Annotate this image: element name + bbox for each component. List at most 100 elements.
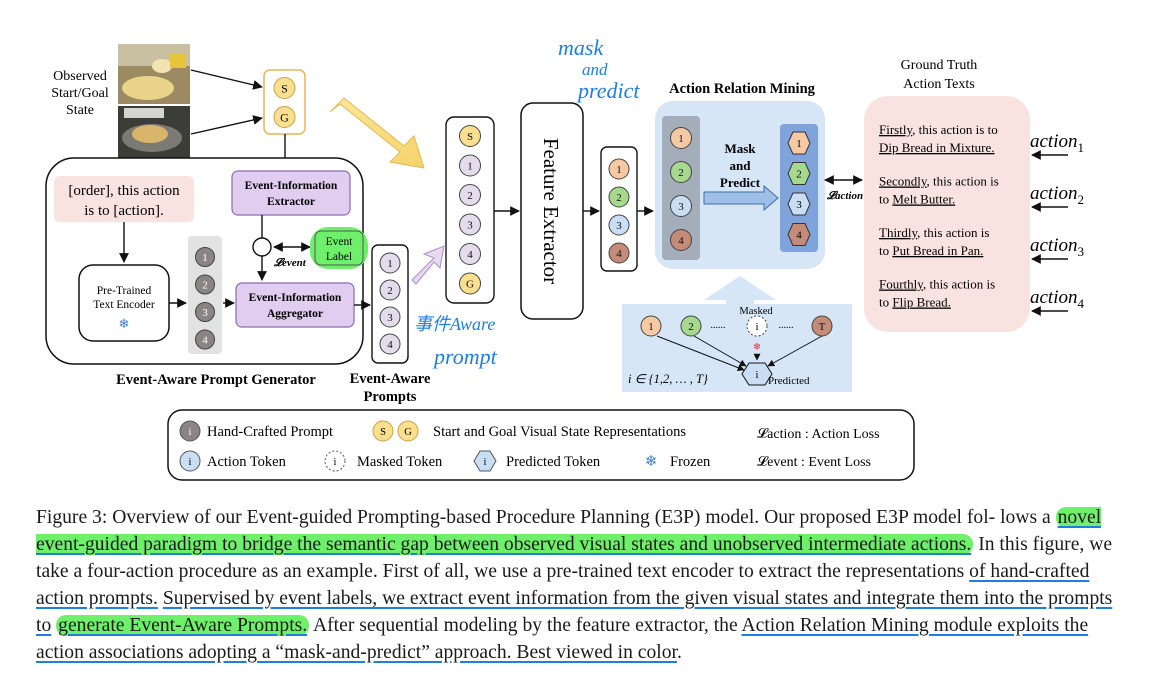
extractor-line-1: Event-Information [245, 180, 338, 192]
arm-token-1-label: 1 [678, 133, 684, 145]
event-label-line-2: Label [326, 251, 352, 263]
order-prompt-box [54, 176, 194, 222]
arm-token-2 [670, 161, 692, 183]
arm-token-4-label: 4 [678, 235, 684, 247]
start-state-photo [118, 44, 190, 104]
event-label-highlight [310, 227, 368, 269]
sequence-token-4 [459, 213, 481, 236]
aggregator-line-2: Aggregator [267, 308, 323, 320]
figure-caption: Figure 3: Overview of our Event-guided P… [36, 504, 1122, 666]
hand-token-column [188, 236, 222, 354]
prompt-token-3 [379, 306, 401, 328]
sequence-token-2 [459, 154, 481, 177]
feature-token-2-label: 2 [616, 192, 622, 204]
caption-underline-arm: Action Relation Mining module exploits t… [36, 615, 1089, 663]
sequence-token-4-label: 3 [467, 220, 473, 232]
svg-text:mask: mask [558, 35, 604, 60]
sequence-token-6-label: G [466, 279, 474, 291]
arm-token-2-label: 2 [678, 167, 684, 179]
legend-predicted-token-icon [473, 450, 497, 472]
start-state-token [273, 77, 296, 99]
gt-line-3-a: Thirdly, this action is [879, 225, 989, 240]
gt-line-2-a: Secondly, this action is [879, 174, 999, 189]
svg-text:事件Aware: 事件Aware [414, 314, 495, 334]
event-label-box [314, 230, 364, 266]
legend-goal-token-icon [397, 420, 419, 442]
feature-extractor-label: Feature Extractor [539, 138, 563, 284]
prompt-token-4-label: 4 [387, 339, 393, 351]
detail-token-1 [640, 315, 662, 337]
gt-line-1-b: Dip Bread in Mixture. [879, 140, 995, 155]
ground-truth-box [864, 96, 1030, 332]
predicted-token-3 [787, 192, 811, 216]
goal-state-token [273, 106, 296, 128]
caption-part-12: . [676, 642, 682, 663]
feature-token-4 [608, 242, 630, 264]
gt-line-1-a: Firstly, this action is to [879, 122, 998, 137]
goal-state-photo [118, 106, 190, 160]
event-combine-node [252, 237, 272, 257]
caption-part-1: Figure 3: Overview of our Event-guided P… [36, 507, 996, 528]
gt-line-4-b: to Flip Bread. [879, 295, 951, 310]
action-loss-label: 𝓛action [826, 190, 863, 202]
predicted-token-1 [787, 131, 811, 155]
feature-token-column [600, 146, 638, 272]
feature-token-2 [608, 186, 630, 208]
gt-title-line-2: Action Texts [903, 77, 974, 92]
goal-token-label: G [280, 111, 289, 125]
text-encoder-line-1: Pre-Trained [97, 285, 152, 297]
predicted-label: Predicted [768, 375, 810, 387]
sequence-token-3-label: 2 [467, 190, 473, 202]
observed-label-1: Observed [53, 69, 107, 84]
detail-dots-1: ...... [711, 320, 726, 331]
detail-token-2 [680, 315, 702, 337]
gt-title-line-1: Ground Truth [901, 58, 978, 73]
mask-predict-detail [622, 304, 852, 392]
predicted-token-1-label: 1 [796, 138, 802, 150]
handwritten-note-event-aware: 事件Aware prompt [414, 314, 498, 369]
text-encoder-line-2: Text Encoder [93, 299, 155, 311]
legend-event-loss: 𝓛event : Event Loss [757, 454, 871, 470]
legend-action-token-icon [179, 450, 201, 472]
legend-masked-token-icon [324, 450, 346, 472]
hand-token-4 [195, 329, 215, 350]
caption-highlight-generate: generate Event-Aware Prompts. [56, 615, 310, 636]
snowflake-icon: ❄ [119, 316, 130, 331]
prompt-token-2-label: 2 [387, 285, 393, 297]
prompt-token-3-label: 3 [387, 312, 393, 324]
mask-snowflake-icon: ❄ [753, 342, 761, 353]
hand-token-4-label: 4 [202, 335, 208, 347]
caption-part-2: lows a [1000, 507, 1056, 528]
arm-token-3 [670, 195, 692, 217]
detail-token-T-label: T [819, 321, 826, 333]
legend-hand-token-letter: i [189, 427, 192, 438]
svg-text:and: and [582, 60, 608, 79]
observed-label-2: Start/Goal [51, 86, 109, 101]
sequence-token-1-label: S [467, 131, 473, 143]
event-label-line-1: Event [326, 236, 354, 248]
order-prompt-line-1: [order], this action [68, 183, 180, 199]
mask-predict-line-2: and [730, 158, 752, 173]
detail-predicted-letter: i [756, 370, 759, 381]
observed-label-3: State [66, 103, 94, 118]
detail-token-1-label: 1 [648, 321, 654, 333]
legend-hand-token-icon [179, 420, 201, 442]
caption-underline-supervised: Supervised by event labels, we extract e… [36, 588, 1113, 636]
generator-title: Event-Aware Prompt Generator [116, 372, 316, 388]
sequence-token-1 [459, 125, 481, 147]
predicted-token-3-label: 3 [796, 199, 802, 211]
figure-diagram: Observed Start/Goal State S G Event-Awar… [45, 35, 1085, 481]
svg-text:predict: predict [576, 78, 640, 103]
mask-predict-line-1: Mask [724, 141, 756, 156]
mask-predict-line-3: Predict [720, 175, 761, 190]
aggregator-line-1: Event-Information [249, 292, 342, 304]
masked-label: Masked [739, 306, 773, 317]
legend-predicted-label: Predicted Token [506, 454, 601, 470]
gt-line-4-a: Fourthly, this action is [879, 277, 995, 292]
event-loss-label: 𝓛event [273, 257, 307, 269]
